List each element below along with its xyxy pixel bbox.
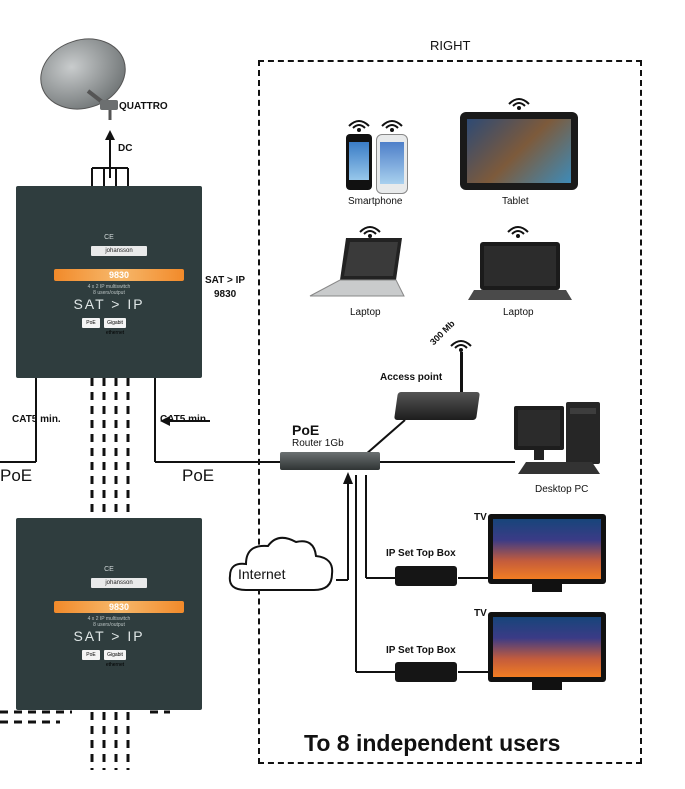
poe-badge: PoE	[82, 650, 100, 660]
users-area-frame	[258, 60, 642, 764]
wifi-icon	[507, 226, 529, 238]
tv-top-stand	[532, 584, 562, 592]
tv-top	[488, 514, 606, 584]
multiswitch-bottom: CE johansson 9830 4 x 2 IP multiswitch 8…	[16, 518, 202, 710]
satellite-dish-icon	[40, 38, 126, 120]
device-subtitle-2: 8 users/output	[93, 290, 125, 296]
brand-label: johansson	[91, 246, 147, 256]
poe-router	[280, 452, 380, 470]
tablet-device	[460, 112, 578, 190]
poe-badge: PoE	[82, 318, 100, 328]
stb-bottom-label: IP Set Top Box	[386, 645, 456, 656]
model-label: 9830	[54, 269, 184, 281]
footer-caption: To 8 independent users	[304, 730, 561, 756]
smartphone-black	[346, 134, 372, 190]
access-point-device	[394, 392, 480, 420]
router-label: Router 1Gb	[292, 438, 344, 449]
stb-top-label: IP Set Top Box	[386, 548, 456, 559]
brand-label: johansson	[91, 578, 147, 588]
router-poe-label: PoE	[292, 422, 320, 438]
laptop-right-label: Laptop	[503, 307, 534, 318]
device-subtitle-2: 8 users/output	[93, 622, 125, 628]
set-top-box-bottom	[395, 662, 457, 682]
tv-bottom-stand	[532, 682, 562, 690]
internet-cloud-icon	[228, 536, 334, 591]
tv-top-label: TV	[474, 512, 487, 523]
multiswitch-top: CE johansson 9830 4 x 2 IP multiswitch 8…	[16, 186, 202, 378]
poe-right-label: PoE	[182, 466, 215, 485]
satip-logo: SAT > IP	[73, 628, 145, 644]
satip-label-line2: 9830	[214, 289, 237, 300]
laptop-left-icon	[309, 238, 405, 297]
access-point-antenna	[460, 352, 463, 392]
set-top-box-top	[395, 566, 457, 586]
gigabit-badge: Gigabit ethernet	[104, 650, 126, 668]
cat5-left-label: CAT5 min.	[12, 414, 61, 425]
satip-logo: SAT > IP	[73, 296, 145, 312]
smartphone-label: Smartphone	[348, 196, 403, 207]
device-subtitle-1: 4 x 2 IP multiswitch	[87, 616, 131, 622]
cat5-right-label: CAT5 min.	[160, 414, 209, 425]
ce-mark: CE	[104, 234, 114, 241]
dc-label: DC	[118, 143, 133, 154]
desktop-pc-icon	[514, 402, 600, 474]
wifi-icon	[348, 120, 370, 132]
access-point-label: Access point	[380, 372, 443, 383]
device-subtitle-1: 4 x 2 IP multiswitch	[87, 284, 131, 290]
tablet-label: Tablet	[502, 196, 529, 207]
ce-mark: CE	[104, 566, 114, 573]
tv-bottom	[488, 612, 606, 682]
gigabit-badge: Gigabit ethernet	[104, 318, 126, 336]
laptop-left-label: Laptop	[350, 307, 381, 318]
wifi-icon	[381, 120, 403, 132]
satip-label-line1: SAT > IP	[205, 275, 246, 286]
model-label: 9830	[54, 601, 184, 613]
wifi-icon	[359, 226, 381, 238]
wifi-icon	[508, 98, 530, 110]
laptop-right-icon	[468, 242, 572, 300]
right-label: RIGHT	[430, 38, 471, 53]
smartphone-white	[376, 134, 408, 194]
quattro-label: QUATTRO	[119, 101, 168, 112]
desktop-label: Desktop PC	[535, 484, 589, 495]
wifi-icon	[450, 340, 472, 352]
internet-label: Internet	[238, 566, 286, 582]
poe-left-label: PoE	[0, 466, 33, 485]
tv-bottom-label: TV	[474, 608, 487, 619]
